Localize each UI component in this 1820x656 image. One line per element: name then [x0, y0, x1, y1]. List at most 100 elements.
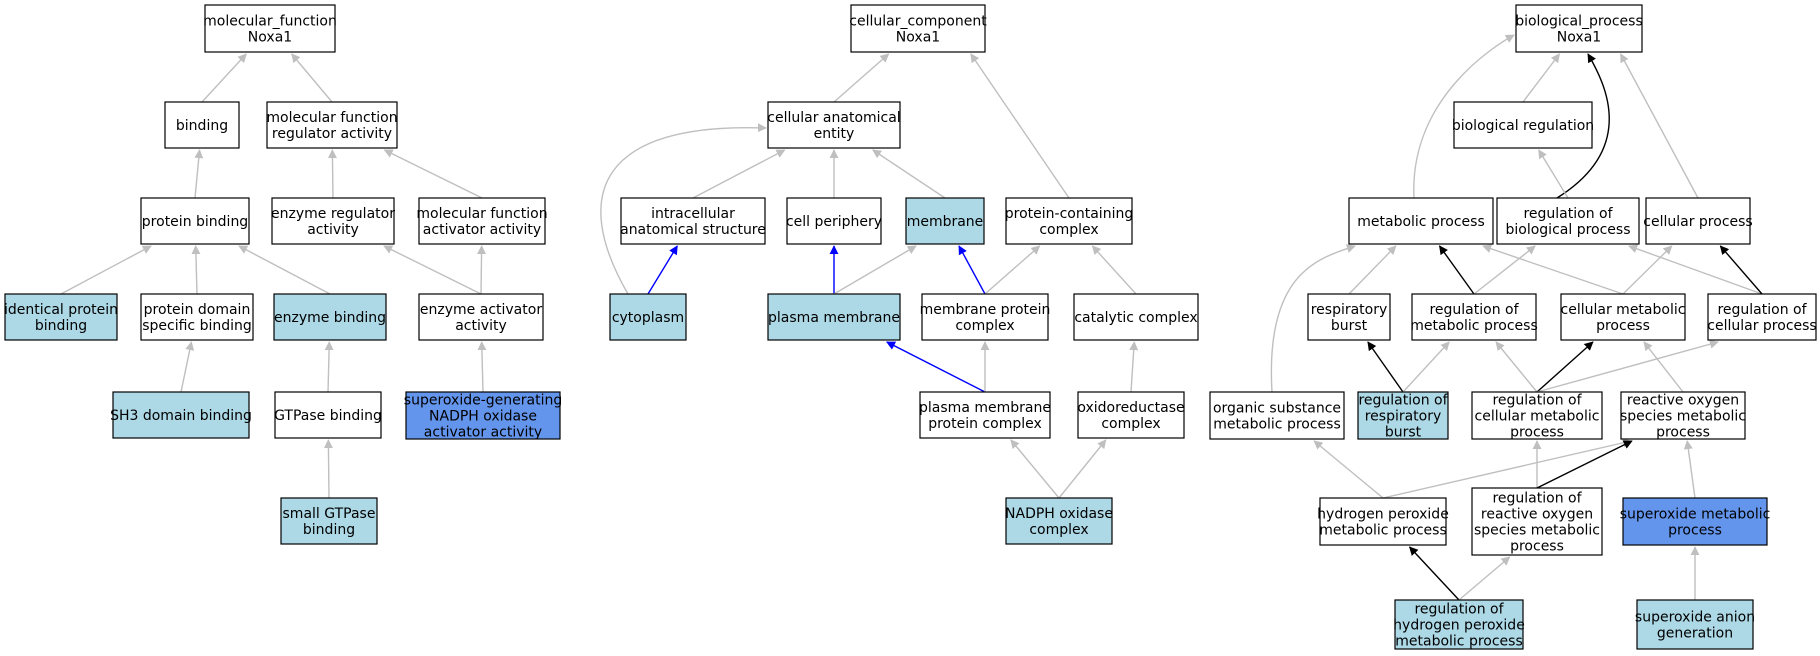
- node-label-line: complex: [1029, 522, 1088, 538]
- go-term-node-pbind[interactable]: protein binding: [140, 197, 250, 245]
- node-label-line: specific binding: [142, 318, 252, 334]
- node-label: enzyme binding: [274, 310, 386, 326]
- go-term-node-bioreg[interactable]: biological regulation: [1452, 101, 1594, 149]
- node-label-line: cellular metabolic: [1561, 302, 1686, 318]
- edges-layer: [60, 34, 1763, 601]
- node-label-line: regulation of: [1414, 602, 1504, 618]
- go-term-node-cellproc[interactable]: cellular process: [1643, 197, 1753, 245]
- is-a-edge-metproc-to-bp: [1413, 34, 1515, 199]
- is-a-edge-regros-to-ros: [1536, 440, 1633, 489]
- go-term-node-plasmamem[interactable]: plasma membrane: [767, 293, 901, 341]
- go-term-node-enzbind[interactable]: enzyme binding: [273, 293, 387, 341]
- node-label-line: regulation of: [1492, 393, 1582, 409]
- is-a-edge-regbp-to-bioreg: [1538, 149, 1569, 199]
- node-label-line: species metabolic: [1474, 523, 1600, 539]
- node-label-line: organic substance: [1213, 401, 1341, 417]
- go-term-node-cellper[interactable]: cell periphery: [786, 197, 882, 245]
- go-term-node-gtpase[interactable]: GTPase binding: [274, 391, 382, 439]
- node-label-line: cellular anatomical: [767, 110, 900, 126]
- node-label-line: membrane: [907, 214, 984, 230]
- is-a-edge-cytoplasm-to-cae: [600, 123, 767, 295]
- node-box: [1209, 391, 1345, 440]
- node-box: [140, 293, 254, 341]
- node-box: [1560, 293, 1686, 341]
- go-term-node-binding[interactable]: binding: [164, 101, 240, 149]
- is-a-edge-identical-to-pbind: [60, 245, 152, 295]
- node-label-line: metabolic process: [1319, 523, 1447, 539]
- node-label-line: process: [1668, 523, 1722, 539]
- node-label-line: enzyme regulator: [271, 206, 395, 222]
- is-a-edge-enzreg-to-mfreg: [327, 149, 337, 199]
- node-label-line: cellular process: [1643, 214, 1752, 230]
- node-label-line: anatomical structure: [620, 222, 766, 238]
- go-term-node-metproc[interactable]: metabolic process: [1348, 197, 1494, 245]
- go-term-node-sh3[interactable]: SH3 domain binding: [110, 391, 252, 439]
- node-label-line: reactive oxygen: [1627, 393, 1739, 409]
- is-a-edge-plasmamem-to-membrane: [833, 245, 917, 295]
- node-box: [1357, 391, 1449, 440]
- node-box: [274, 391, 382, 439]
- is-a-edge-binding-to-mf: [201, 53, 247, 103]
- node-label-line: hydrogen peroxide: [1317, 507, 1449, 523]
- node-label-line: protein complex: [928, 416, 1042, 432]
- node-label-line: intracellular: [651, 206, 735, 222]
- go-term-node-membrane[interactable]: membrane: [905, 197, 985, 245]
- node-box: [112, 391, 250, 439]
- node-label: binding: [176, 118, 228, 134]
- go-term-node-cytoplasm[interactable]: cytoplasm: [609, 293, 687, 341]
- is-a-edge-regcell-to-cellproc: [1719, 245, 1763, 295]
- node-label-line: NADPH oxidase: [1005, 506, 1113, 522]
- node-label-line: GTPase binding: [274, 408, 382, 424]
- node-box: [767, 293, 901, 341]
- node-label: cytoplasm: [612, 310, 684, 326]
- node-label: metabolic process: [1357, 214, 1485, 230]
- is-a-edge-mpc-to-membrane: [958, 245, 986, 295]
- node-label-line: identical protein: [4, 302, 118, 318]
- node-label-line: binding: [176, 118, 228, 134]
- go-term-node-catcomp[interactable]: catalytic complex: [1073, 293, 1199, 341]
- node-label-line: superoxide anion: [1635, 610, 1755, 626]
- node-label-line: biological process: [1506, 222, 1631, 238]
- node-label-line: SH3 domain binding: [110, 408, 252, 424]
